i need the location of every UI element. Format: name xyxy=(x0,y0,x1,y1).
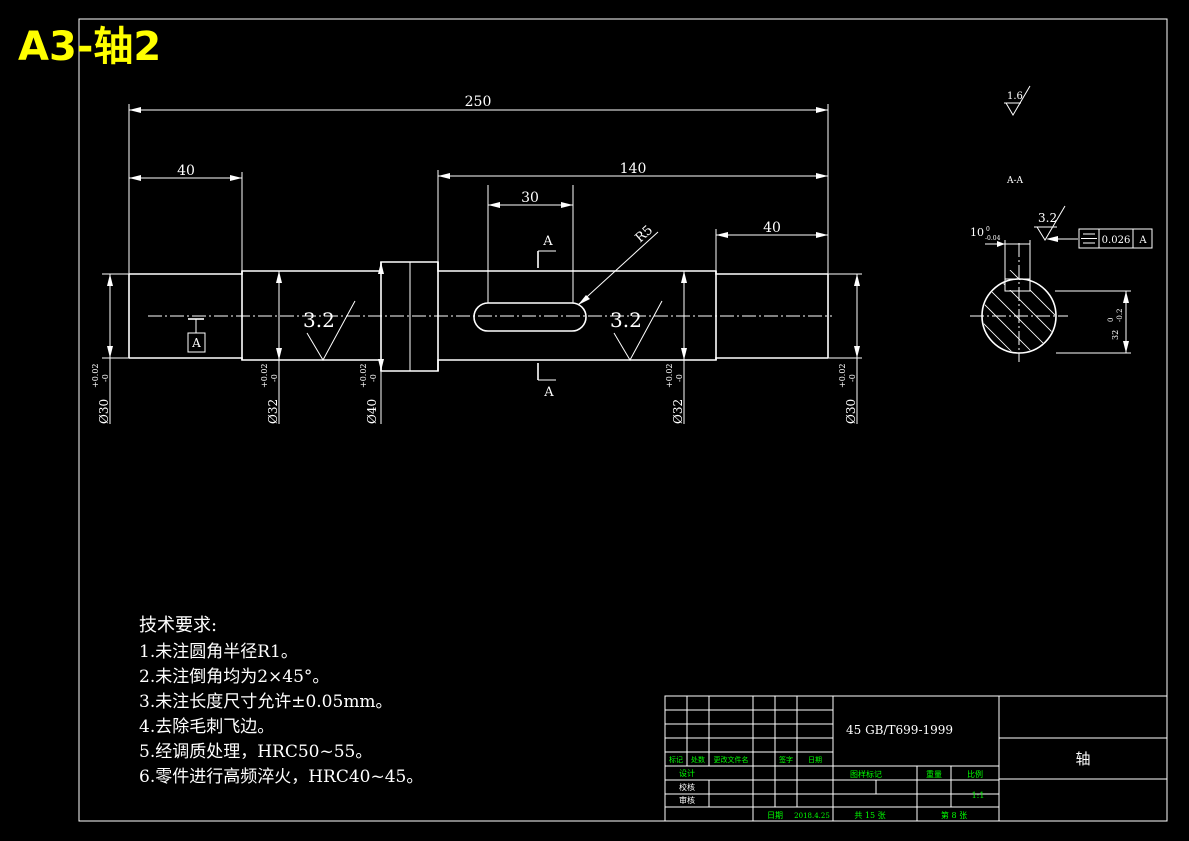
tolerance-frame xyxy=(1078,228,1153,249)
svg-text:共 15 张: 共 15 张 xyxy=(854,811,885,820)
svg-text:30: 30 xyxy=(521,190,539,206)
svg-text:-0: -0 xyxy=(848,374,857,382)
svg-text:重量: 重量 xyxy=(926,769,942,779)
dim-diameter-30-left: Ø30 +0.02 -0 xyxy=(91,274,113,424)
svg-text:第 8 张: 第 8 张 xyxy=(941,810,967,820)
svg-text:+0.02: +0.02 xyxy=(260,363,269,388)
tech-req-item: 5.经调质处理，HRC50~55。 xyxy=(139,742,372,762)
svg-text:10: 10 xyxy=(970,226,984,239)
dim-diameter-40: Ø40 +0.02 -0 xyxy=(359,262,384,424)
svg-text:比例: 比例 xyxy=(967,769,983,779)
svg-text:32: 32 xyxy=(1111,330,1120,340)
dim-keyway-span: 140 xyxy=(437,161,828,262)
roughness-symbol-1: 3.2 xyxy=(303,300,356,362)
svg-text:标记: 标记 xyxy=(669,755,683,764)
svg-text:+0.02: +0.02 xyxy=(665,363,674,388)
roughness-symbol-2: 3.2 xyxy=(610,300,663,362)
svg-text:Ø30: Ø30 xyxy=(97,399,111,424)
svg-text:3.2: 3.2 xyxy=(303,308,335,332)
drawing-title: A3-轴2 xyxy=(18,24,161,70)
technical-requirements: 技术要求: 1.未注圆角半径R1。 2.未注倒角均为2×45°。 3.未注长度尺… xyxy=(139,615,423,787)
svg-text:250: 250 xyxy=(465,94,492,110)
section-cut-bottom: A xyxy=(537,363,556,400)
svg-text:140: 140 xyxy=(620,161,647,177)
svg-text:-0: -0 xyxy=(270,374,279,382)
section-cut-top: A xyxy=(537,234,556,268)
svg-text:-0.2: -0.2 xyxy=(1116,309,1124,323)
svg-text:0: 0 xyxy=(1107,318,1115,322)
svg-text:Ø40: Ø40 xyxy=(365,399,379,424)
tech-req-item: 2.未注倒角均为2×45°。 xyxy=(139,667,329,687)
svg-text:A: A xyxy=(191,336,201,350)
svg-text:3.2: 3.2 xyxy=(1038,211,1057,225)
dim-diameter-30-right: Ø30 +0.02 -0 xyxy=(838,274,860,424)
svg-text:-0: -0 xyxy=(101,374,110,382)
tech-req-item: 4.去除毛刺飞边。 xyxy=(139,717,274,737)
svg-text:日期: 日期 xyxy=(808,756,822,764)
svg-text:设计: 设计 xyxy=(679,768,695,778)
scale-value: 1:1 xyxy=(972,791,985,800)
svg-text:Ø32: Ø32 xyxy=(671,399,685,424)
svg-text:R5: R5 xyxy=(633,223,656,246)
section-view-title: A-A xyxy=(1006,176,1024,186)
svg-text:校核: 校核 xyxy=(679,782,695,792)
section-view-a-a: 10 0 -0.04 32 0 -0.2 3.2 0.026 A xyxy=(970,205,1153,362)
svg-text:-0: -0 xyxy=(369,374,378,382)
dim-keyway-length: 30 xyxy=(487,185,574,303)
svg-text:Ø30: Ø30 xyxy=(844,399,858,424)
svg-text:A: A xyxy=(542,234,553,249)
dim-overall-length: 250 xyxy=(128,94,829,274)
svg-text:40: 40 xyxy=(177,163,195,179)
keyway-slot xyxy=(473,302,587,332)
svg-text:+0.02: +0.02 xyxy=(359,363,368,388)
svg-text:更改文件名: 更改文件名 xyxy=(714,755,749,764)
shaft-main-view xyxy=(102,261,862,372)
svg-text:审核: 审核 xyxy=(679,795,695,805)
tech-req-item: 3.未注长度尺寸允许±0.05mm。 xyxy=(139,692,393,712)
svg-text:-0: -0 xyxy=(675,374,684,382)
svg-text:A: A xyxy=(543,385,554,400)
shaft-outline-top xyxy=(129,261,828,275)
shaft-outline-bottom xyxy=(129,357,828,372)
dim-diameter-32-right: Ø32 +0.02 -0 xyxy=(665,271,687,424)
svg-text:A: A xyxy=(1138,235,1147,246)
roughness-general-1-6: 1.6 xyxy=(1004,85,1031,116)
svg-text:Ø32: Ø32 xyxy=(266,399,280,424)
svg-text:0: 0 xyxy=(986,226,990,233)
svg-text:日期: 日期 xyxy=(767,811,783,820)
dim-right-segment: 40 xyxy=(715,220,828,271)
datum-a-symbol: A xyxy=(187,318,206,353)
svg-text:图样标记: 图样标记 xyxy=(850,769,882,779)
dim-diameter-32-left: Ø32 +0.02 -0 xyxy=(260,271,282,424)
tech-req-item: 1.未注圆角半径R1。 xyxy=(139,642,298,662)
svg-text:-0.04: -0.04 xyxy=(985,235,1001,242)
svg-text:签字: 签字 xyxy=(779,755,793,764)
svg-text:+0.02: +0.02 xyxy=(838,363,847,388)
dim-left-segment: 40 xyxy=(129,163,243,271)
title-block: 45 GB/T699-1999 轴 标记 处数 更改文件名 签字 日期 设计 校… xyxy=(664,695,1168,822)
svg-text:1.6: 1.6 xyxy=(1007,91,1023,102)
svg-text:处数: 处数 xyxy=(691,755,705,764)
dim-radius-r5: R5 xyxy=(577,223,659,306)
tech-req-heading: 技术要求: xyxy=(139,615,217,636)
svg-text:+0.02: +0.02 xyxy=(91,363,100,388)
svg-text:3.2: 3.2 xyxy=(610,308,642,332)
drawing-frame xyxy=(78,18,1168,822)
material-text: 45 GB/T699-1999 xyxy=(846,723,953,737)
svg-text:0.026: 0.026 xyxy=(1102,235,1131,246)
svg-text:40: 40 xyxy=(763,220,781,236)
tech-req-item: 6.零件进行高频淬火，HRC40~45。 xyxy=(139,767,423,787)
part-name: 轴 xyxy=(1075,750,1090,768)
svg-text:2018.4.25: 2018.4.25 xyxy=(794,812,830,820)
